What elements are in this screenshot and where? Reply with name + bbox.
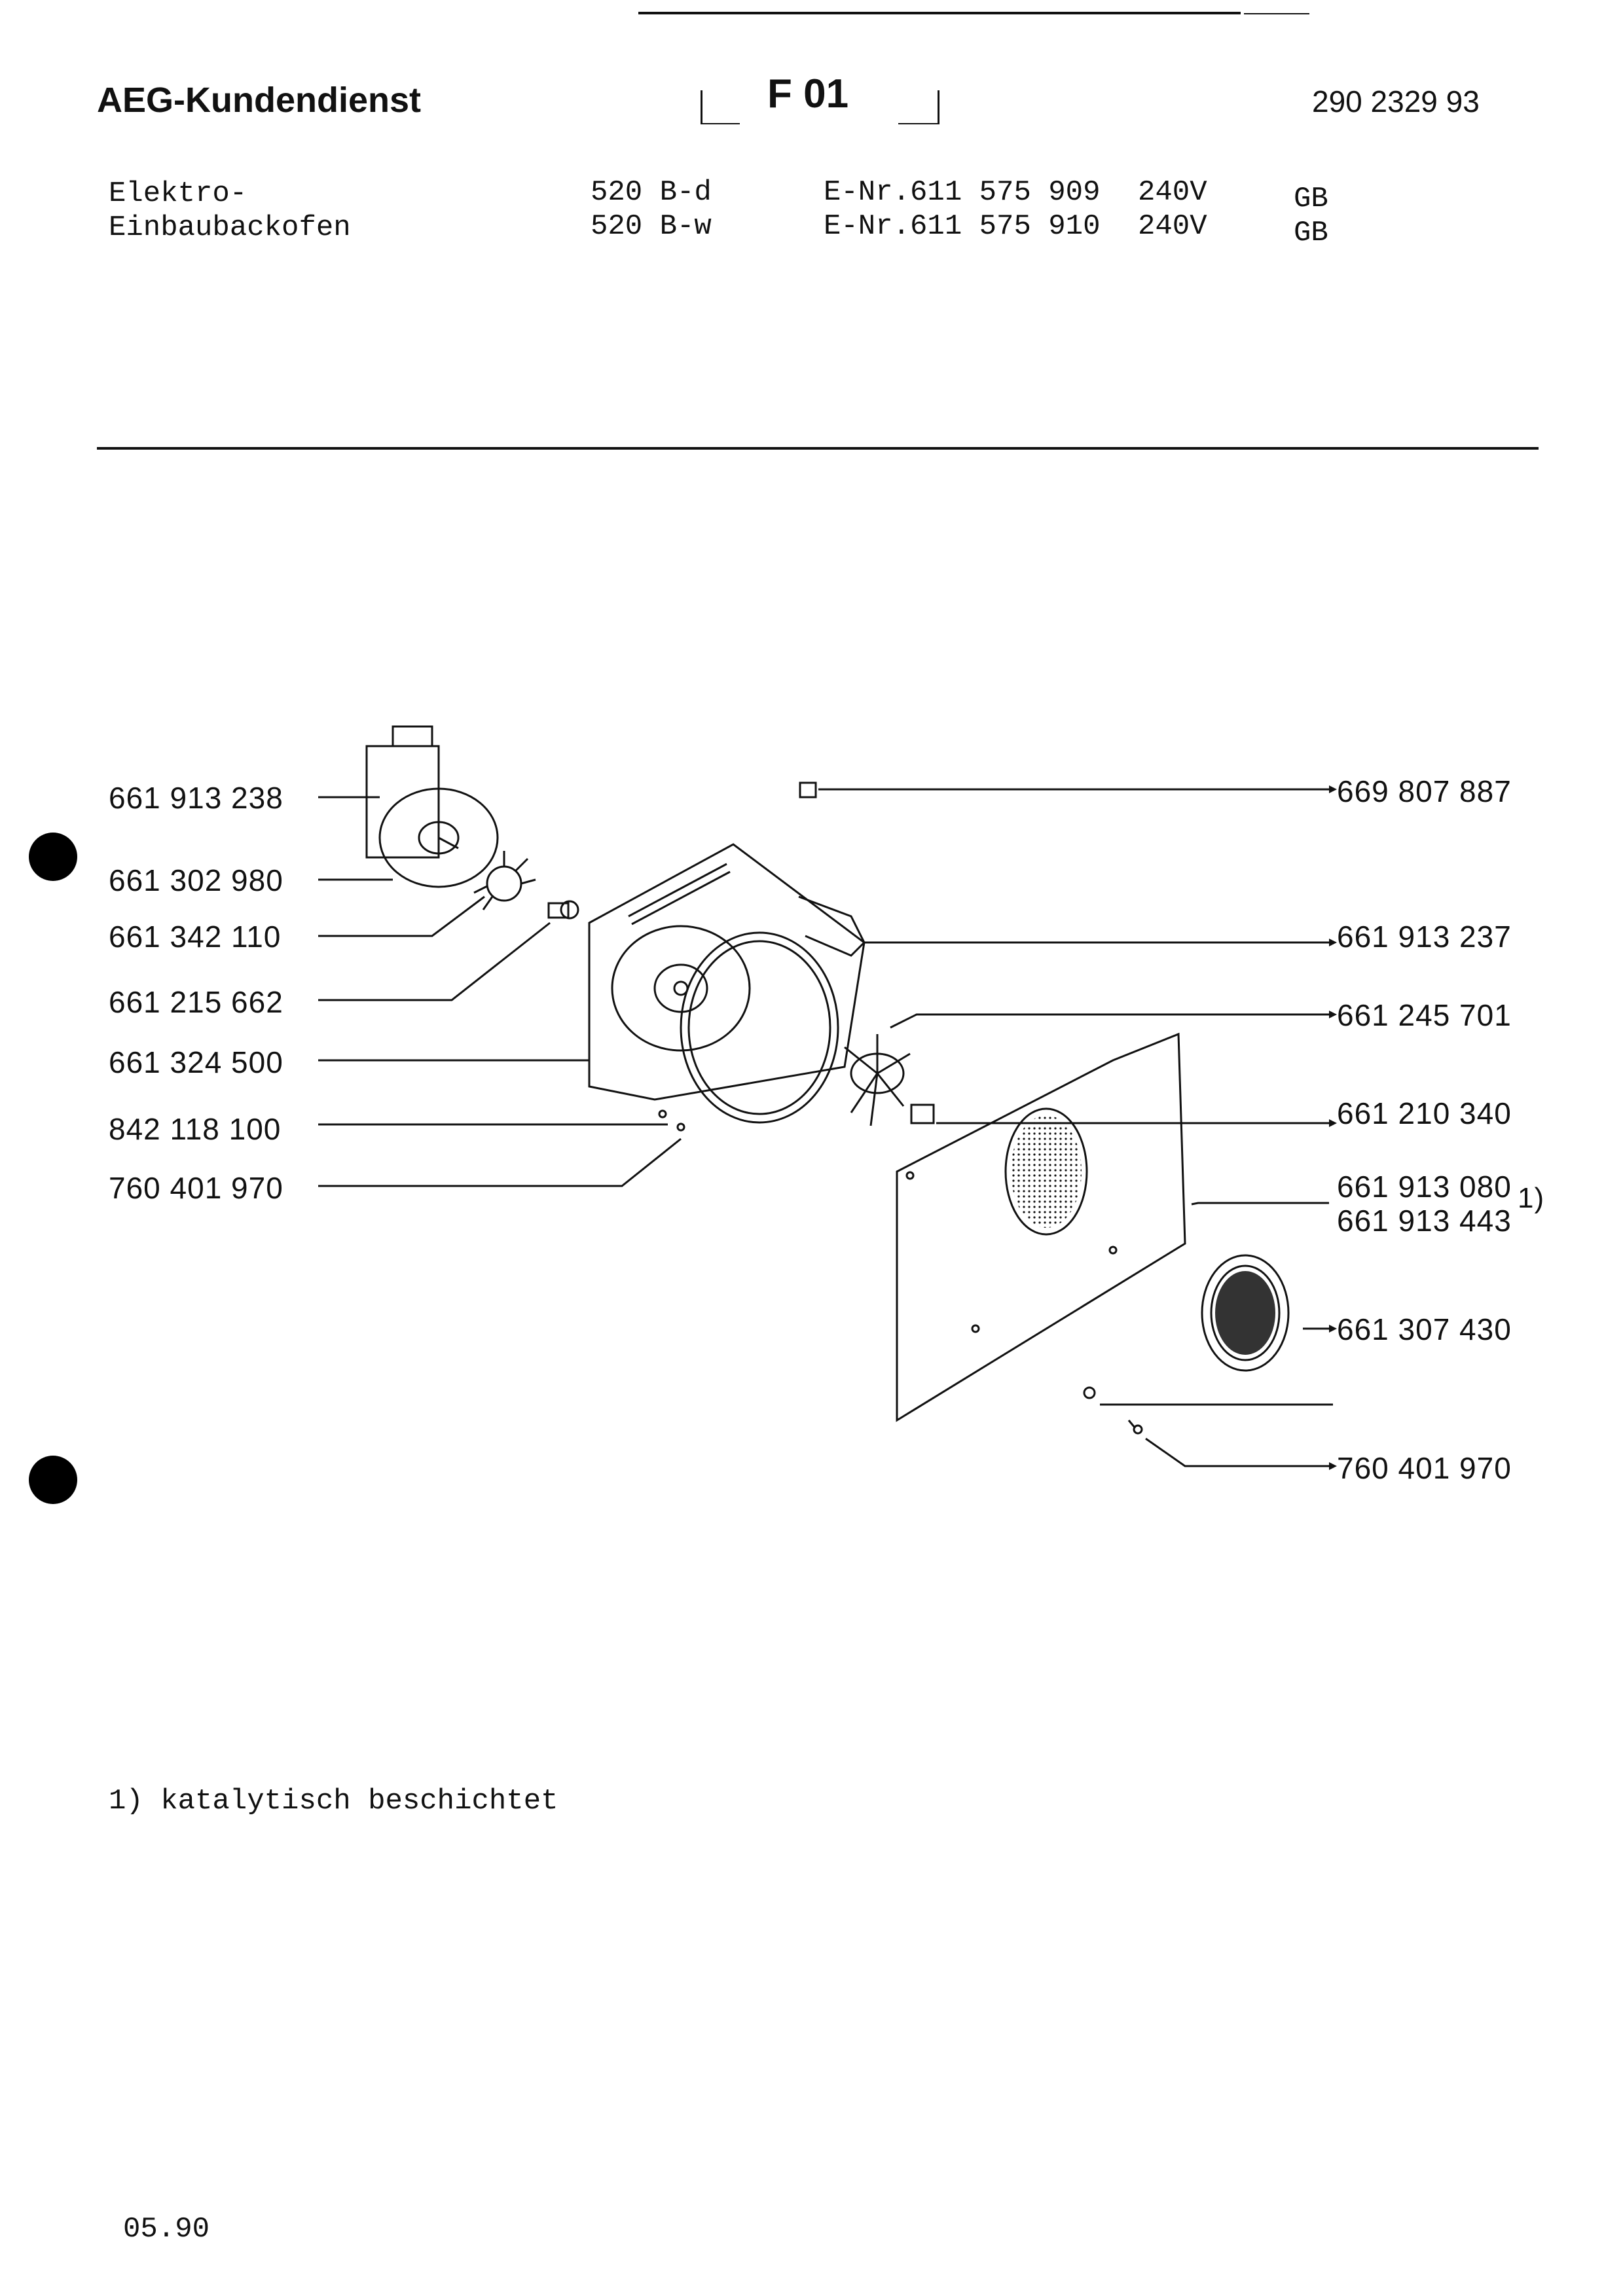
- bracket-left: [701, 90, 702, 124]
- country-2: GB: [1294, 217, 1328, 249]
- part-number-right: 760 401 970: [1337, 1451, 1512, 1485]
- country-1: GB: [1294, 183, 1328, 215]
- footnote: 1) katalytisch beschichtet: [109, 1785, 558, 1818]
- part-number-left: 760 401 970: [109, 1171, 283, 1205]
- part-number-right: 669 807 887: [1337, 774, 1512, 808]
- issue-date: 05.90: [123, 2213, 210, 2246]
- part-number-right: 661 913 237: [1337, 920, 1512, 954]
- voltage-1: 240V: [1138, 176, 1207, 209]
- sheet-code: F 01: [767, 71, 849, 117]
- part-number-left: 661 342 110: [109, 920, 282, 954]
- top-rule: [638, 12, 1241, 14]
- brand-title: AEG-Kundendienst: [97, 81, 421, 120]
- part-number-left: 661 324 500: [109, 1045, 283, 1079]
- bracket-right-base: [898, 123, 939, 124]
- footnote-marker: 1): [1518, 1182, 1545, 1214]
- enr-1: E-Nr.611 575 909: [824, 176, 1101, 209]
- punch-hole-top: [29, 833, 77, 881]
- part-number-left: 661 302 980: [109, 863, 283, 897]
- part-number-right: 661 245 701: [1337, 998, 1512, 1032]
- top-rule-tail: [1244, 13, 1309, 14]
- product-name-line2: Einbaubackofen: [109, 211, 351, 244]
- model-1: 520 B-d: [591, 176, 712, 209]
- part-number-right: 661 210 340: [1337, 1096, 1512, 1130]
- product-name-line1: Elektro-: [109, 177, 247, 210]
- model-2: 520 B-w: [591, 210, 712, 243]
- part-number-right: 661 913 080: [1337, 1170, 1512, 1204]
- bracket-right: [938, 90, 939, 124]
- part-number-left: 842 118 100: [109, 1112, 282, 1146]
- part-number-left: 661 913 238: [109, 781, 283, 815]
- part-number-left: 661 215 662: [109, 985, 283, 1019]
- punch-hole-bottom: [29, 1456, 77, 1504]
- enr-2: E-Nr.611 575 910: [824, 210, 1101, 243]
- header-divider: [97, 447, 1539, 450]
- part-number-right: 661 307 430: [1337, 1312, 1512, 1346]
- document-number: 290 2329 93: [1312, 84, 1480, 118]
- voltage-2: 240V: [1138, 210, 1207, 243]
- bracket-left-base: [701, 123, 740, 124]
- part-number-right: 661 913 443: [1337, 1204, 1512, 1238]
